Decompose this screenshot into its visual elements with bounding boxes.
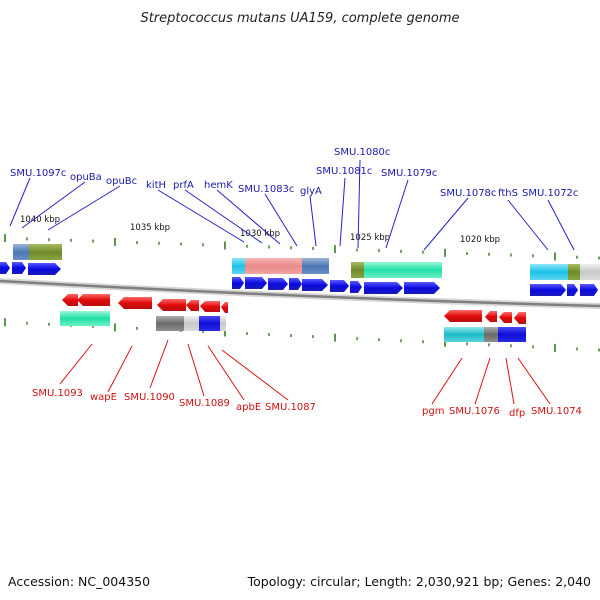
gene-label-hemK: hemK <box>204 180 233 191</box>
forward-gene-arrows <box>0 262 598 296</box>
genome-backbone-core <box>0 279 600 308</box>
gene-label-SMU1097c: SMU.1097c <box>10 168 66 179</box>
reverse-gene-arrows <box>62 294 526 324</box>
gene-label-SMU1089: SMU.1089 <box>179 398 230 409</box>
reverse-leader-lines <box>59 339 551 405</box>
forward-leader-lines <box>9 159 575 251</box>
reverse-feature-bars <box>60 311 526 342</box>
accession-text: Accession: NC_004350 <box>8 574 150 589</box>
gene-label-SMU1074: SMU.1074 <box>531 406 582 417</box>
gene-label-kitH: kitH <box>146 180 166 191</box>
gene-label-SMU1081c: SMU.1081c <box>316 166 372 177</box>
kbp-label-1040: 1040 kbp <box>20 215 60 225</box>
kbp-label-1020: 1020 kbp <box>460 235 500 245</box>
gene-label-fthS: fthS <box>498 188 518 199</box>
reverse-gene-labels: SMU.1093 wapE SMU.1090 SMU.1089 apbE SMU… <box>32 388 582 419</box>
gene-label-SMU1078c: SMU.1078c <box>440 188 496 199</box>
gene-label-dfp: dfp <box>509 408 525 419</box>
tick-marks <box>4 234 600 352</box>
gene-label-SMU1072c: SMU.1072c <box>522 188 578 199</box>
forward-feature-bars <box>13 244 600 280</box>
kbp-label-1035: 1035 kbp <box>130 223 170 233</box>
gene-label-SMU1090: SMU.1090 <box>124 392 175 403</box>
map-title: Streptococcus mutans UA159, complete gen… <box>140 11 459 26</box>
gene-label-pgm: pgm <box>422 406 444 417</box>
gene-label-SMU1087: SMU.1087 <box>265 402 316 413</box>
gene-label-SMU1076: SMU.1076 <box>449 406 500 417</box>
gene-label-glyA: glyA <box>300 186 322 197</box>
topology-text: Topology: circular; Length: 2,030,921 bp… <box>247 574 591 589</box>
gene-label-opuBc: opuBc <box>106 176 137 187</box>
gene-label-SMU1083c: SMU.1083c <box>238 184 294 195</box>
kbp-label-1025: 1025 kbp <box>350 233 390 243</box>
gene-label-SMU1080c: SMU.1080c <box>334 147 390 158</box>
gene-label-wapE: wapE <box>90 392 117 403</box>
gene-label-opuBa: opuBa <box>70 172 102 183</box>
gene-label-SMU1079c: SMU.1079c <box>381 168 437 179</box>
gene-label-apbE: apbE <box>236 402 261 413</box>
kbp-label-1030: 1030 kbp <box>240 229 280 239</box>
forward-gene-labels: SMU.1097c opuBa opuBc kitH prfA hemK SMU… <box>10 147 578 199</box>
gene-label-SMU1093: SMU.1093 <box>32 388 83 399</box>
gene-label-prfA: prfA <box>173 180 194 191</box>
